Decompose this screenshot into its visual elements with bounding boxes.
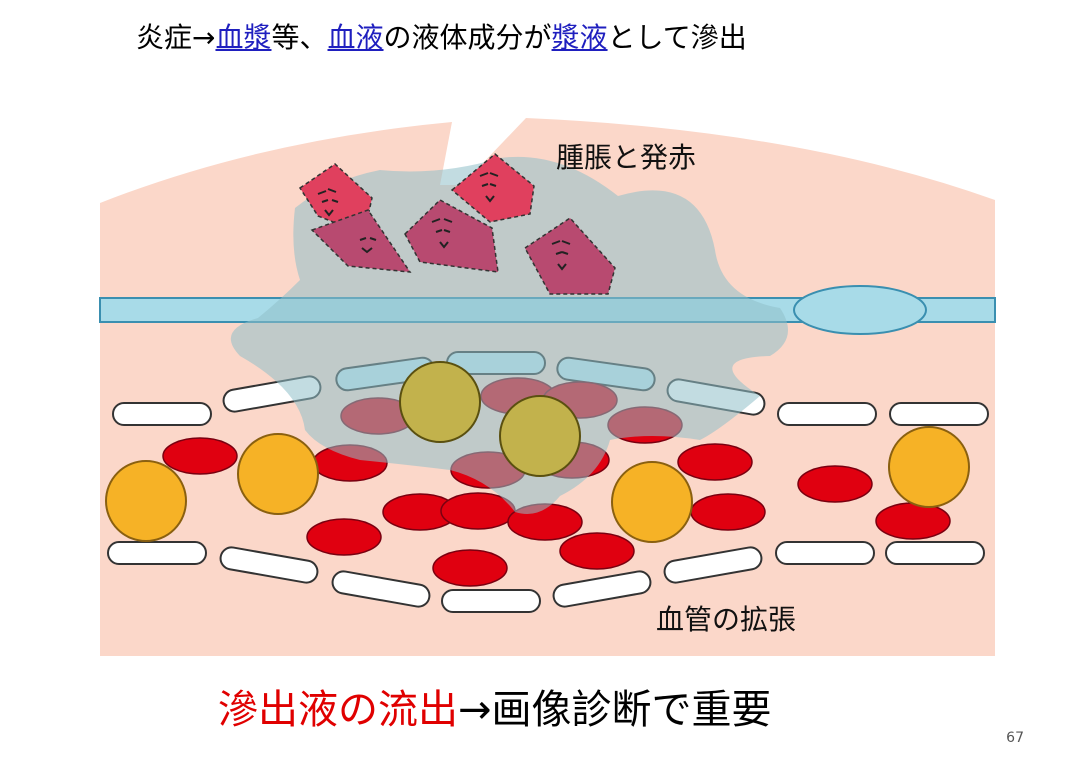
link-blood[interactable]: 血液 <box>327 21 384 54</box>
exudate-outflow-text: 滲出液の流出 <box>218 687 458 733</box>
bacteria-faces <box>317 172 571 271</box>
membrane-swelling <box>793 285 927 335</box>
label-vessel-dilation: 血管の拡張 <box>656 603 797 636</box>
page-number: 67 <box>1006 730 1024 746</box>
label-swelling-redness: 腫脹と発赤 <box>556 141 697 174</box>
vessel-wall-lower <box>107 541 985 613</box>
olive-cells <box>399 361 581 477</box>
link-serous-fluid[interactable]: 漿液 <box>551 21 608 54</box>
bottom-message: 滲出液の流出→画像診断で重要 <box>218 684 772 736</box>
bacteria <box>298 153 616 295</box>
white-blood-cells <box>105 426 970 543</box>
imaging-importance-text: →画像診断で重要 <box>458 687 772 733</box>
title-part-2: 等、 <box>271 21 328 54</box>
slide-title: 炎症→血漿等、血液の液体成分が漿液として滲出 <box>136 18 747 58</box>
title-part-4: として滲出 <box>607 21 747 54</box>
title-part-1: 炎症→ <box>136 21 216 54</box>
link-plasma[interactable]: 血漿 <box>215 21 272 54</box>
title-part-3: の液体成分が <box>383 21 552 54</box>
